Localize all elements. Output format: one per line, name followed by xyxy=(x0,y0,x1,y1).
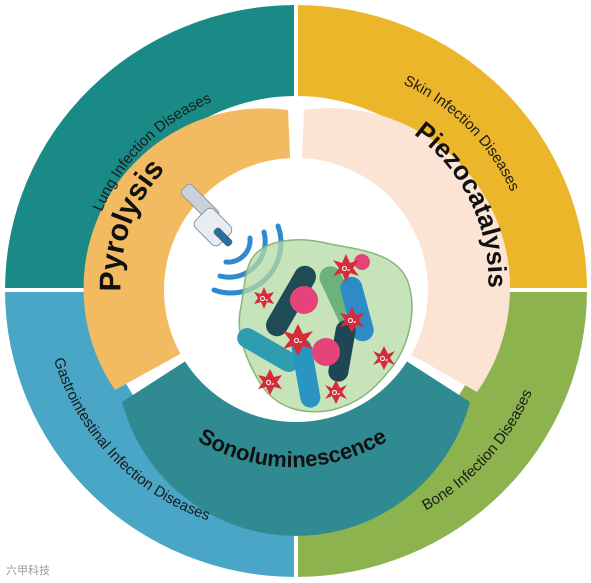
svg-text:O₂: O₂ xyxy=(294,338,303,345)
coccus-bacterium xyxy=(312,338,340,366)
svg-text:O₂: O₂ xyxy=(342,266,351,273)
coccus-bacterium xyxy=(290,286,318,314)
rod-bacterium xyxy=(237,328,299,372)
svg-text:O₂: O₂ xyxy=(332,390,341,397)
bacteria-cluster-icon xyxy=(237,239,413,413)
svg-text:O₂: O₂ xyxy=(348,318,357,325)
rod-bacterium xyxy=(328,320,356,382)
rod-bacterium xyxy=(340,276,374,342)
ultrasound-probe-icon xyxy=(180,183,233,247)
watermark: 六甲科技 xyxy=(6,564,50,577)
coccus-bacterium xyxy=(354,254,370,270)
svg-text:O₂: O₂ xyxy=(260,296,269,303)
svg-text:O₂: O₂ xyxy=(380,356,389,363)
ros-burst-icon: O₂ O₂ O₂ O₂ O₂ O₂ O₂ xyxy=(254,254,395,404)
rod-bacterium xyxy=(291,338,321,408)
svg-text:O₂: O₂ xyxy=(266,380,275,387)
